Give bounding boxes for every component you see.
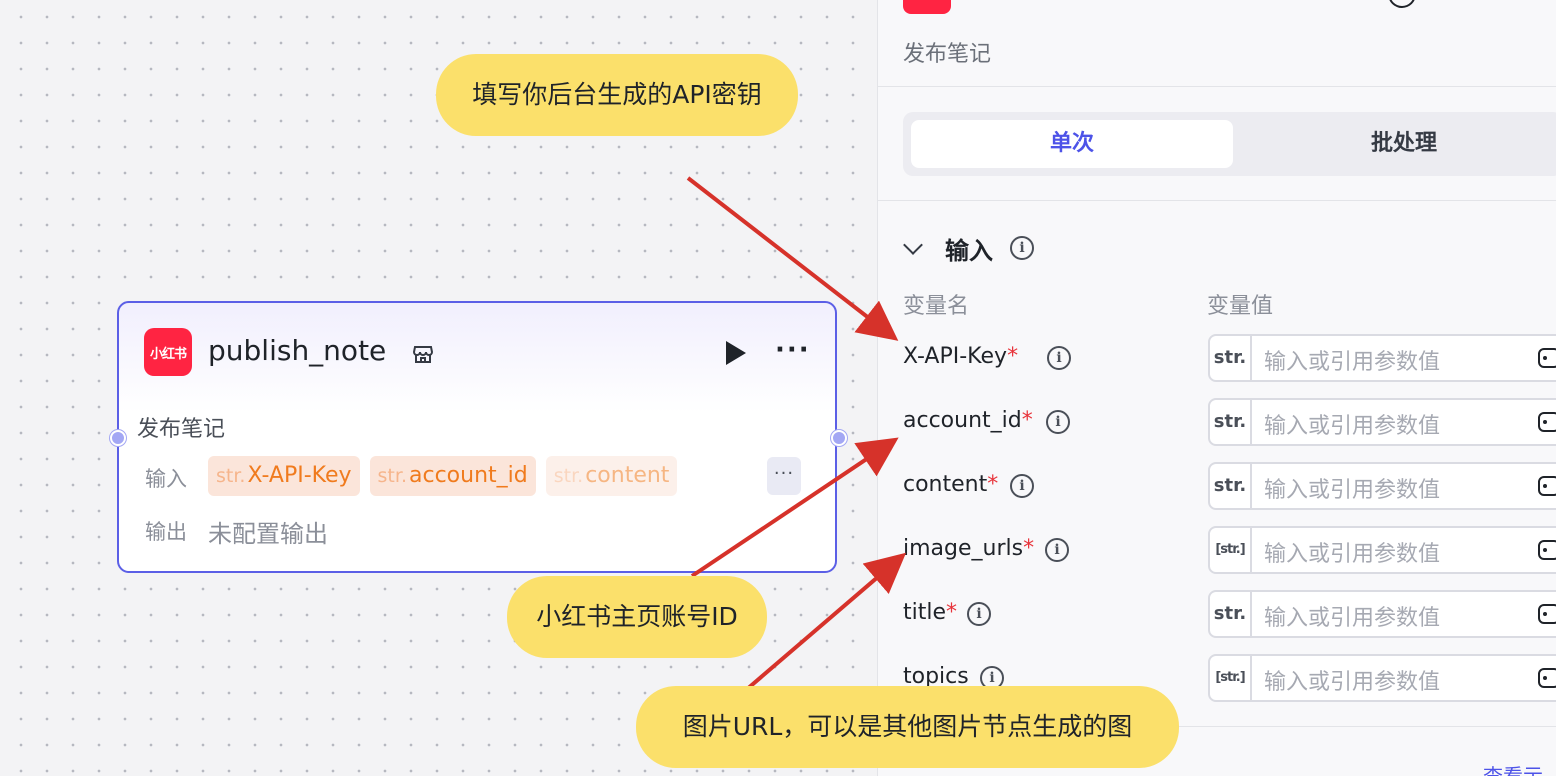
info-icon[interactable]: i <box>1047 346 1071 370</box>
type-badge: str. <box>1210 464 1252 508</box>
show-more-inputs-button[interactable]: ··· <box>767 457 801 495</box>
input-chip: str.content <box>545 456 678 496</box>
variable-reference-icon[interactable] <box>1538 540 1556 560</box>
panel-subtitle: 发布笔记 <box>903 42 992 67</box>
type-badge: str. <box>1210 592 1252 636</box>
node-input-port[interactable] <box>110 430 126 446</box>
input-placeholder: 输入或引用参数值 <box>1264 350 1441 375</box>
info-icon[interactable]: i <box>1010 474 1034 498</box>
store-icon <box>412 346 434 363</box>
param-value-input[interactable]: str. 输入或引用参数值 <box>1208 590 1556 638</box>
xiaohongshu-logo: 小红书 <box>144 328 192 376</box>
info-icon[interactable]: i <box>1046 410 1070 434</box>
node-config-panel: 发布笔记 单次 批处理 输入 i 变量名 变量值 X-API-Key* i st… <box>877 0 1556 776</box>
param-value-input[interactable]: str. 输入或引用参数值 <box>1208 462 1556 510</box>
param-name-image-urls: image_urls* <box>903 536 1035 561</box>
annotation-image-urls: 图片URL，可以是其他图片节点生成的图 <box>636 686 1179 768</box>
input-placeholder: 输入或引用参数值 <box>1264 606 1441 631</box>
input-placeholder: 输入或引用参数值 <box>1264 670 1441 695</box>
input-placeholder: 输入或引用参数值 <box>1264 478 1441 503</box>
param-value-input[interactable]: str. 输入或引用参数值 <box>1208 398 1556 446</box>
more-options-icon[interactable]: ··· <box>775 335 811 365</box>
divider <box>878 726 1556 727</box>
type-badge: str. <box>1210 336 1252 380</box>
panel-header-icon[interactable] <box>1388 0 1416 8</box>
input-chip: str.account_id <box>369 456 536 496</box>
param-name-topics: topics <box>903 664 969 689</box>
node-title: publish_note <box>208 334 387 367</box>
annotation-account-id: 小红书主页账号ID <box>507 576 767 658</box>
chevron-down-icon[interactable] <box>903 235 923 255</box>
input-chip: str.X-API-Key <box>208 456 360 496</box>
param-name-title: title* <box>903 600 958 625</box>
column-header-name: 变量名 <box>903 294 970 319</box>
variable-reference-icon[interactable] <box>1538 668 1556 688</box>
info-icon[interactable]: i <box>1010 236 1034 260</box>
input-placeholder: 输入或引用参数值 <box>1264 542 1441 567</box>
variable-reference-icon[interactable] <box>1538 476 1556 496</box>
divider <box>878 200 1556 201</box>
tab-batch[interactable]: 批处理 <box>1370 131 1437 156</box>
info-icon[interactable]: i <box>1045 538 1069 562</box>
param-name-content: content* <box>903 472 999 497</box>
node-output-port[interactable] <box>831 430 847 446</box>
workflow-node-publish-note[interactable]: 小红书 publish_note ··· 发布笔记 输入 str.X-API-K… <box>117 301 837 573</box>
input-placeholder: 输入或引用参数值 <box>1264 414 1441 439</box>
type-badge: str. <box>1210 400 1252 444</box>
type-badge: [str.] <box>1210 656 1252 700</box>
info-icon[interactable]: i <box>967 602 991 626</box>
variable-reference-icon[interactable] <box>1538 604 1556 624</box>
node-description: 发布笔记 <box>137 417 226 442</box>
param-value-input[interactable]: [str.] 输入或引用参数值 <box>1208 526 1556 574</box>
tab-single[interactable]: 单次 <box>911 120 1233 168</box>
divider <box>878 86 1556 87</box>
view-example-link[interactable]: 查看示 <box>1483 764 1543 776</box>
play-icon[interactable] <box>726 341 746 365</box>
variable-reference-icon[interactable] <box>1538 412 1556 432</box>
column-header-value: 变量值 <box>1207 294 1274 319</box>
panel-logo <box>903 0 951 14</box>
type-badge: [str.] <box>1210 528 1252 572</box>
param-name-account-id: account_id* <box>903 408 1033 433</box>
param-name-x-api-key: X-API-Key* <box>903 344 1019 369</box>
run-mode-switch: 单次 批处理 <box>903 112 1556 176</box>
output-value: 未配置输出 <box>208 520 328 548</box>
variable-reference-icon[interactable] <box>1538 348 1556 368</box>
param-value-input[interactable]: str. 输入或引用参数值 <box>1208 334 1556 382</box>
param-value-input[interactable]: [str.] 输入或引用参数值 <box>1208 654 1556 702</box>
annotation-api-key: 填写你后台生成的API密钥 <box>436 54 798 136</box>
output-label: 输出 <box>145 520 187 544</box>
section-title-input: 输入 <box>945 237 993 265</box>
input-label: 输入 <box>145 467 187 491</box>
